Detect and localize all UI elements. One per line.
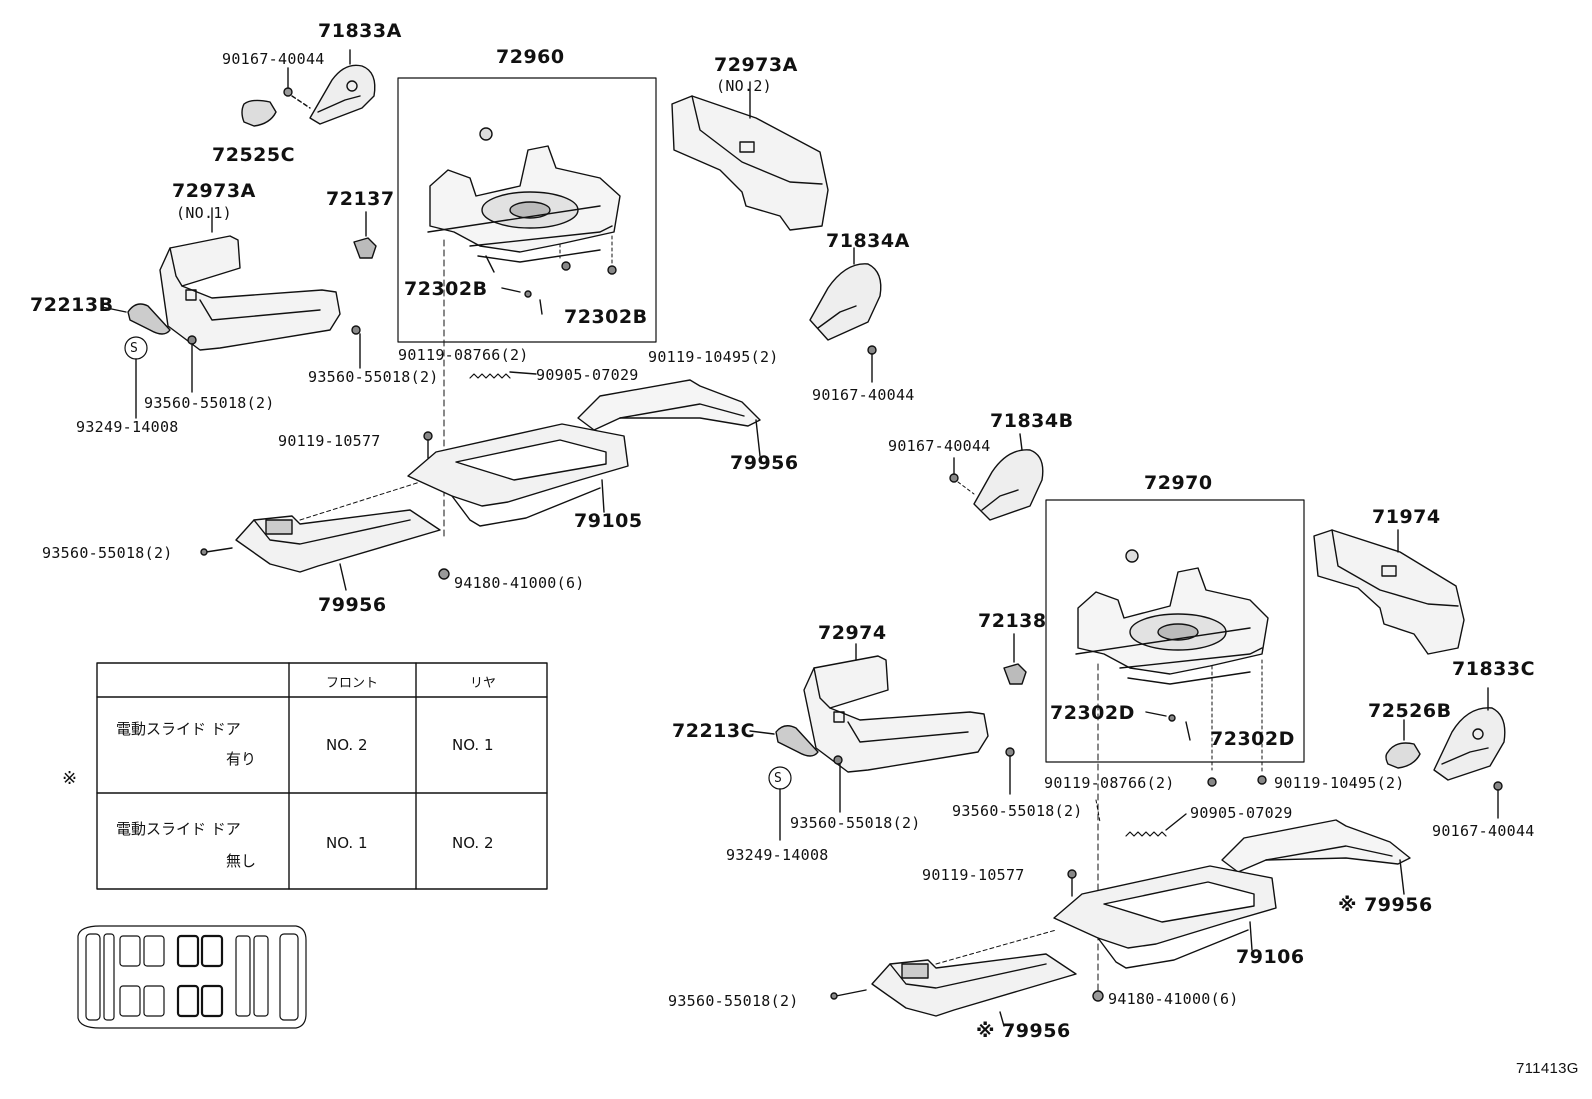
knob-72213c-shape xyxy=(775,725,819,757)
label-93560-55018-e: 93560-55018(2) xyxy=(790,814,921,832)
rail-79956-c-shape xyxy=(1221,819,1411,895)
table-row2-label-b: 無し xyxy=(226,852,257,870)
label-90905-07029-b: 90905-07029 xyxy=(1190,804,1293,822)
table-header-front: フロント xyxy=(326,676,379,691)
shield-72973a-no1-shape xyxy=(159,207,341,351)
cover-71834b-shape xyxy=(973,433,1044,521)
label-71834a: 71834A xyxy=(826,230,910,252)
table-note-mark: ※ xyxy=(62,768,78,789)
label-no1: (NO.1) xyxy=(176,204,232,222)
label-72302b-a: 72302B xyxy=(404,278,488,300)
label-72974: 72974 xyxy=(818,622,887,644)
label-90119-08766-a: 90119-08766(2) xyxy=(398,346,529,364)
clip-72138-shape xyxy=(1003,663,1027,685)
table-row1-rear: NO. 1 xyxy=(452,736,494,754)
clip-72137-shape xyxy=(353,237,377,259)
label-71834b: 71834B xyxy=(990,410,1074,432)
label-79105: 79105 xyxy=(574,510,643,532)
rail-79956-b-shape xyxy=(235,509,441,573)
label-72973a-no2: 72973A xyxy=(714,54,798,76)
label-72973a-no1: 72973A xyxy=(172,180,256,202)
recliner-cover-71833c-shape xyxy=(1433,687,1506,781)
frame-79106-shape xyxy=(1053,865,1277,969)
label-93560-55018-c: 93560-55018(2) xyxy=(42,544,173,562)
label-72960: 72960 xyxy=(496,46,565,68)
s-mark-a-letter: S xyxy=(130,341,139,356)
label-90167-40044-r: 90167-40044 xyxy=(888,437,991,455)
track-72960-shape xyxy=(427,127,621,273)
label-90119-10577-a: 90119-10577 xyxy=(278,432,381,450)
label-90119-10495-a: 90119-10495(2) xyxy=(648,348,779,366)
label-93560-55018-f: 93560-55018(2) xyxy=(668,992,799,1010)
vehicle-layout-icon xyxy=(77,925,307,1029)
label-72302d-b: 72302D xyxy=(1210,728,1295,750)
label-72138: 72138 xyxy=(978,610,1047,632)
shield-72973a-no2-shape xyxy=(671,81,829,231)
table-row1-front: NO. 2 xyxy=(326,736,368,754)
label-79956-d: ※ 79956 xyxy=(976,1020,1071,1042)
label-71974: 71974 xyxy=(1372,506,1441,528)
knob-72526b-shape xyxy=(1385,742,1421,769)
s-mark-b-letter: S xyxy=(774,771,783,786)
rail-79956-d-shape xyxy=(871,953,1077,1017)
label-93560-55018-a: 93560-55018(2) xyxy=(308,368,439,386)
label-93560-55018-d: 93560-55018(2) xyxy=(952,802,1083,820)
spring-90905-b xyxy=(1125,831,1167,837)
label-90167-40044-tl: 90167-40044 xyxy=(222,50,325,68)
variant-table-grid xyxy=(96,662,548,890)
frame-79105-shape xyxy=(407,423,629,527)
label-79106: 79106 xyxy=(1236,946,1305,968)
label-72970: 72970 xyxy=(1144,472,1213,494)
spring-90905-a xyxy=(469,373,511,379)
group-box-72970 xyxy=(1045,499,1305,763)
illustration-code: 711413G xyxy=(1516,1060,1579,1077)
label-72302d-a: 72302D xyxy=(1050,702,1135,724)
label-94180-41000-b: 94180-41000(6) xyxy=(1108,990,1239,1008)
label-79956-a: 79956 xyxy=(730,452,799,474)
label-94180-41000-a: 94180-41000(6) xyxy=(454,574,585,592)
table-header-rear: リヤ xyxy=(470,676,497,691)
recliner-cover-71833a-shape xyxy=(309,49,376,125)
label-79956-c: ※ 79956 xyxy=(1338,894,1433,916)
label-79956-b: 79956 xyxy=(318,594,387,616)
label-72213c: 72213C xyxy=(672,720,756,742)
table-row1-label-b: 有り xyxy=(226,750,257,768)
label-93249-14008-a: 93249-14008 xyxy=(76,418,179,436)
table-row2-label-a: 電動スライド ドア xyxy=(116,820,241,838)
label-72137: 72137 xyxy=(326,188,395,210)
shield-71974-shape xyxy=(1313,529,1465,655)
knob-72213b-shape xyxy=(127,303,171,335)
label-71833a: 71833A xyxy=(318,20,402,42)
track-72970-shape xyxy=(1075,549,1269,685)
label-93249-14008-b: 93249-14008 xyxy=(726,846,829,864)
table-row2-rear: NO. 2 xyxy=(452,834,494,852)
label-72213b: 72213B xyxy=(30,294,114,316)
label-72525c: 72525C xyxy=(212,144,296,166)
label-72526b: 72526B xyxy=(1368,700,1452,722)
screw-90167-tl xyxy=(283,87,293,97)
cover-71834a-shape xyxy=(809,247,882,341)
label-90119-08766-b: 90119-08766(2) xyxy=(1044,774,1175,792)
label-72302b-b: 72302B xyxy=(564,306,648,328)
label-no2: (NO.2) xyxy=(716,77,772,95)
table-row2-front: NO. 1 xyxy=(326,834,368,852)
label-90119-10495-b: 90119-10495(2) xyxy=(1274,774,1405,792)
label-90905-07029-a: 90905-07029 xyxy=(536,366,639,384)
label-93560-55018-b: 93560-55018(2) xyxy=(144,394,275,412)
group-box-72960 xyxy=(397,77,657,343)
label-90119-10577-b: 90119-10577 xyxy=(922,866,1025,884)
label-90167-40044-mid: 90167-40044 xyxy=(812,386,915,404)
rail-79956-a-shape xyxy=(577,379,761,457)
label-90167-40044-br: 90167-40044 xyxy=(1432,822,1535,840)
shield-72974-shape xyxy=(803,643,989,773)
knob-72525c-shape xyxy=(241,99,277,127)
label-71833c: 71833C xyxy=(1452,658,1536,680)
table-row1-label-a: 電動スライド ドア xyxy=(116,720,241,738)
